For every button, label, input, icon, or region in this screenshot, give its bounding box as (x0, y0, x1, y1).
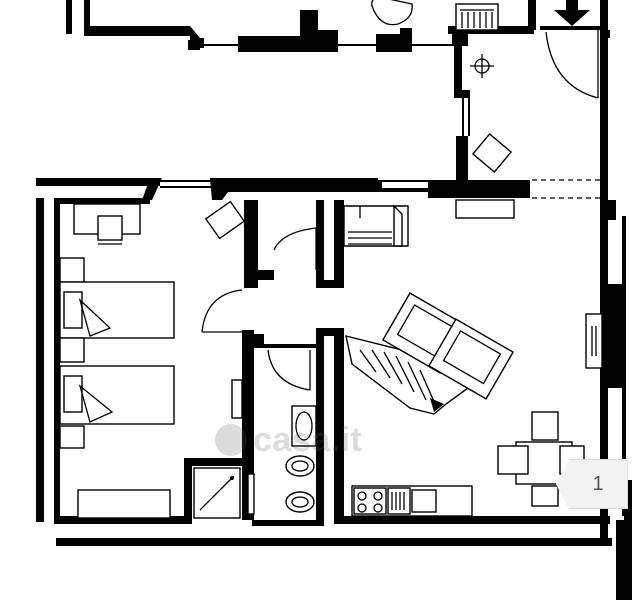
washbasin (291, 405, 317, 447)
upper-unit-walls (66, 0, 608, 52)
page-indicator-badge[interactable]: 1 (556, 459, 628, 509)
dresser (77, 489, 171, 519)
entrance-arrow-icon (554, 0, 590, 26)
entry-door (545, 30, 599, 99)
closet-door (273, 227, 317, 270)
corridor-console (455, 199, 515, 219)
bedroom-walls (36, 198, 264, 524)
sofa-2 (427, 318, 515, 400)
towel-rack (247, 473, 255, 515)
bidet (285, 455, 315, 477)
shower (193, 467, 241, 519)
electrical-symbol-icon (470, 54, 494, 78)
bedroom-armchair (204, 200, 246, 240)
stairs (343, 204, 409, 247)
bed-1 (59, 257, 175, 363)
opening-dashes (532, 179, 602, 199)
bathroom-walls (184, 328, 324, 526)
page-number: 1 (592, 472, 604, 495)
toilet (285, 491, 315, 513)
kitchen-counter (351, 485, 473, 517)
window-frame (585, 313, 603, 369)
main-horizontal-wall (36, 176, 530, 200)
corridor-chair (471, 133, 513, 173)
bedroom-shelf (231, 379, 243, 419)
bed-2 (59, 365, 175, 449)
exterior-bottom-walls (56, 520, 632, 600)
bathroom-door (267, 349, 311, 391)
corridor-walls (452, 30, 616, 220)
upper-furniture (371, 0, 499, 31)
desk (73, 203, 141, 245)
bedroom-door (201, 289, 243, 333)
closet-walls (258, 200, 344, 288)
living-walls (318, 216, 632, 594)
